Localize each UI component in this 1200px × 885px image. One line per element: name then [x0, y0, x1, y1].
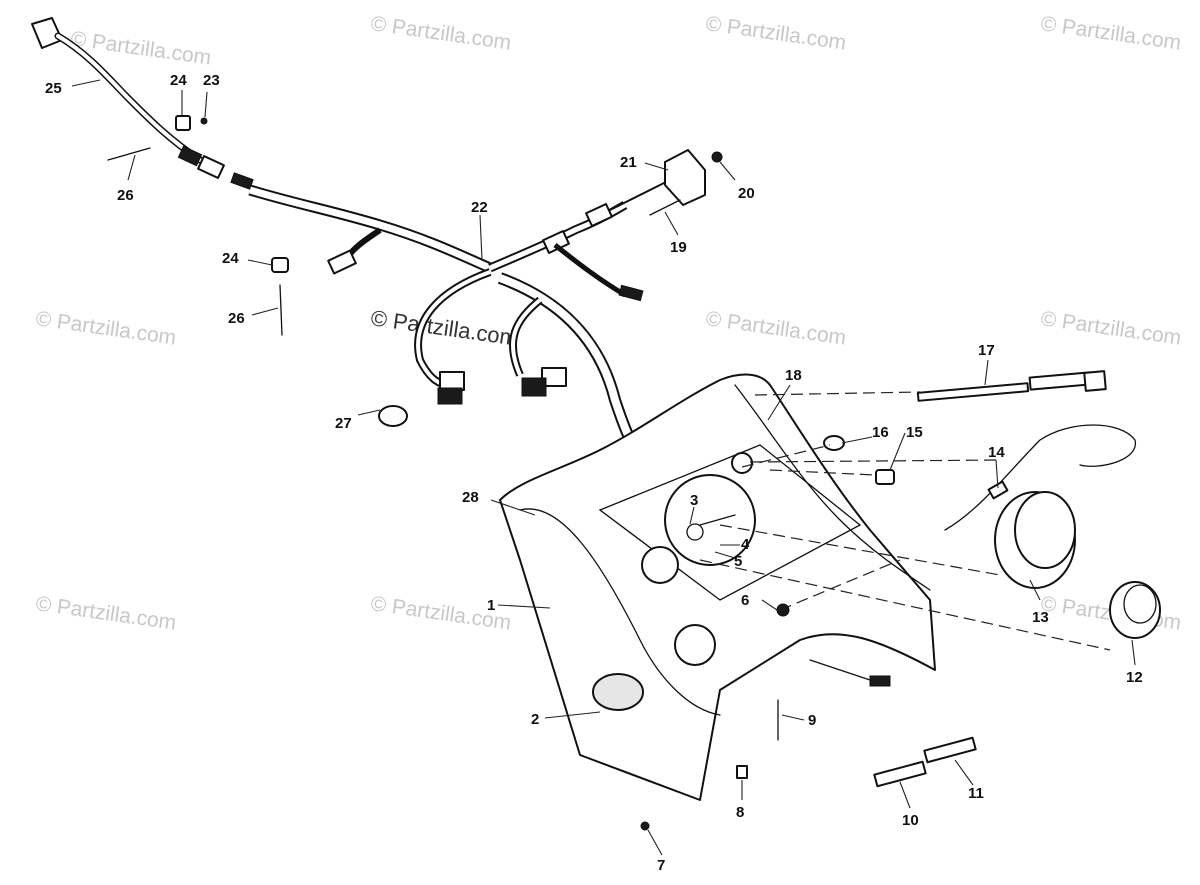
callout-10: 10 — [902, 812, 919, 829]
gauge-opening — [664, 474, 756, 566]
callout-2: 2 — [531, 711, 539, 728]
lamp-opening — [674, 624, 716, 666]
harness-plug — [177, 145, 203, 167]
gauges — [823, 370, 1161, 639]
dash-panel — [499, 373, 936, 801]
screw-7 — [640, 821, 650, 831]
harness-plug — [521, 377, 547, 397]
harness-plug — [542, 230, 570, 254]
callout-3: 3 — [690, 492, 698, 509]
screw-19 — [649, 199, 681, 216]
callout-8: 8 — [736, 804, 744, 821]
callout-6: 6 — [741, 592, 749, 609]
watermark: © Partzilla.com — [1039, 12, 1182, 54]
nut-6 — [776, 603, 790, 617]
callout-26-top: 26 — [117, 187, 134, 204]
screw-26-top — [107, 147, 151, 161]
callout-16: 16 — [872, 424, 889, 441]
small-fasteners-top — [107, 115, 408, 427]
harness-plug — [618, 284, 644, 302]
callout-11: 11 — [968, 785, 984, 802]
harness-plug — [327, 249, 357, 275]
decal-2 — [592, 673, 644, 711]
watermark: © Partzilla.com — [34, 592, 177, 634]
callout-22: 22 — [471, 199, 488, 216]
callout-21: 21 — [620, 154, 637, 171]
clip-24-mid — [271, 257, 289, 273]
clip-24-top — [175, 115, 191, 131]
leader-lines — [71, 79, 1136, 856]
connector-9 — [869, 675, 891, 687]
callout-19: 19 — [670, 239, 687, 256]
watermark: © Partzilla.com — [369, 12, 512, 54]
fitting-14 — [987, 480, 1009, 500]
harness-plug — [437, 387, 463, 405]
assembly-lines — [699, 391, 1111, 651]
switch-assembly — [649, 149, 723, 216]
callout-12: 12 — [1126, 669, 1143, 686]
gauge-12 — [1109, 581, 1161, 639]
switch-opening — [731, 452, 753, 474]
ring-16 — [823, 435, 845, 451]
harness-plug — [439, 371, 465, 391]
callout-27: 27 — [335, 415, 352, 432]
watermark: © Partzilla.com — [704, 12, 847, 54]
callout-7: 7 — [657, 857, 665, 874]
watermark: © Partzilla.com — [1039, 307, 1182, 349]
ring-27 — [378, 405, 408, 427]
callout-18: 18 — [785, 367, 802, 384]
lamp-15 — [875, 469, 895, 485]
gauge-13-face — [1014, 491, 1076, 569]
callout-24-mid: 24 — [222, 250, 239, 267]
decal-10 — [873, 760, 927, 788]
harness-plug — [541, 367, 567, 387]
callout-25: 25 — [45, 80, 62, 97]
harness-plug — [230, 172, 254, 190]
watermark: © Partzilla.com — [34, 307, 177, 349]
cable-17 — [916, 382, 1030, 402]
harness-plug — [197, 155, 225, 179]
callout-labels: 25 24 23 26 21 20 19 22 24 26 27 28 17 1… — [45, 72, 1143, 874]
callout-28: 28 — [462, 489, 479, 506]
callout-5: 5 — [734, 553, 742, 570]
callout-26-mid: 26 — [228, 310, 245, 327]
callout-23: 23 — [203, 72, 220, 89]
callout-13: 13 — [1032, 609, 1049, 626]
wiring-harness — [31, 17, 681, 453]
lamp-opening — [641, 546, 679, 584]
callout-14: 14 — [988, 444, 1005, 461]
callout-17: 17 — [978, 342, 995, 359]
screw-23 — [200, 117, 208, 125]
callout-4: 4 — [741, 536, 750, 553]
callout-1: 1 — [487, 597, 495, 614]
watermark: © Partzilla.com — [704, 307, 847, 349]
screw-26-mid — [279, 284, 283, 336]
dash-panel-body — [499, 373, 936, 801]
small-fasteners-bottom — [640, 603, 977, 831]
callout-9: 9 — [808, 712, 816, 729]
harness-plug — [585, 203, 613, 227]
watermark-center: © Partzilla.com — [369, 305, 519, 350]
callout-15: 15 — [906, 424, 923, 441]
callout-20: 20 — [738, 185, 755, 202]
switch-21 — [664, 149, 706, 206]
callout-24-top: 24 — [170, 72, 187, 89]
clip-8 — [736, 765, 748, 779]
decal-11 — [923, 736, 977, 764]
key-switch-17 — [1028, 371, 1092, 391]
nut-20 — [711, 151, 723, 163]
